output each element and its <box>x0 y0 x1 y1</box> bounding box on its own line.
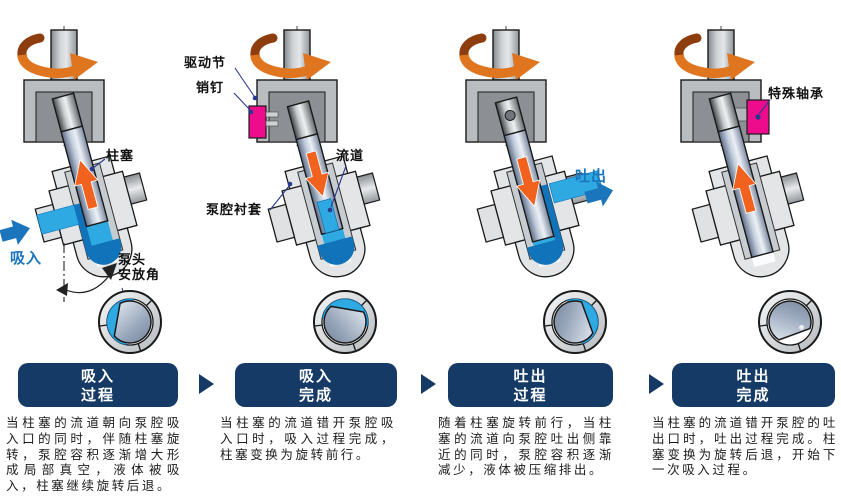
leader-line <box>758 99 771 115</box>
discharge-flow-arrow-icon <box>584 181 614 207</box>
rotation-arrow-icon <box>674 33 755 80</box>
cross-section-stage-1 <box>98 290 162 354</box>
plunger-down-arrow-icon <box>515 156 541 208</box>
leader-line <box>234 67 255 97</box>
rotation-arrow-icon <box>17 33 98 80</box>
label-discharge: 吐出 <box>575 168 608 185</box>
step-arrow-icon <box>649 374 664 394</box>
plunger-up-arrow-icon <box>74 159 99 210</box>
step-arrow-icon <box>421 374 436 394</box>
pump-diagram-stage-4 <box>674 26 822 354</box>
leader-line <box>330 165 347 208</box>
step-arrow-icon <box>199 374 214 394</box>
suction-flow-arrow-icon <box>0 219 31 245</box>
stage-title-4: 吐出 完成 <box>672 363 835 407</box>
pump-diagram-stage-2 <box>233 26 381 354</box>
leader-line <box>233 92 251 111</box>
pump-diagram-stage-3 <box>459 26 614 354</box>
label-special-bearing: 特殊轴承 <box>768 86 825 101</box>
rotation-arrow-icon <box>250 33 331 80</box>
inlet-flange <box>476 203 505 243</box>
pin-hole <box>504 109 516 121</box>
label-suction: 吸入 <box>10 250 43 267</box>
discharge-liquid <box>548 170 603 204</box>
label-drive-joint: 驱动节 <box>184 55 227 70</box>
outlet-port <box>356 172 381 205</box>
stage-title-2: 吸入 完成 <box>235 363 397 407</box>
stage-description-2: 当柱塞的流道错开泵腔吸入口时，吸入过程完成，柱塞变换为旋转前行。 <box>220 416 396 462</box>
inlet-flange <box>691 203 720 243</box>
plunger-down-arrow-icon <box>304 150 330 198</box>
mount-angle-arc <box>56 263 117 296</box>
stage-title-1: 吸入 过程 <box>18 363 178 407</box>
inlet-flange <box>267 203 296 243</box>
stage-description-4: 当柱塞的流道错开泵腔的吐出口时，吐出过程完成。柱塞变换为旋转后退，开始下一次吸入… <box>652 416 838 478</box>
cross-section-stage-3 <box>543 290 607 354</box>
flow-channel-liquid <box>316 198 340 234</box>
outlet-port <box>123 172 148 205</box>
cross-section-stage-4 <box>758 290 822 354</box>
cross-section-stage-2 <box>313 290 377 354</box>
stage-title-3: 吐出 过程 <box>448 363 613 407</box>
label-flow-channel: 流道 <box>336 148 365 163</box>
stage-description-1: 当柱塞的流道朝向泵腔吸入口的同时，伴随柱塞旋转，泵腔容积逐渐增大形成局部真空，液… <box>6 416 182 494</box>
leader-line <box>92 158 106 169</box>
label-pin: 销钉 <box>196 80 225 95</box>
label-chamber-liner: 泵腔衬套 <box>206 202 263 217</box>
stage-description-3: 随着柱塞旋转前行，当柱塞的流道向泵腔吐出侧靠近的同时，泵腔容积逐渐减少，液体被压… <box>438 416 614 478</box>
pump-diagram-stage-1 <box>0 26 162 354</box>
rotation-arrow-icon <box>459 33 540 80</box>
plunger-up-arrow-icon <box>732 162 757 214</box>
label-plunger: 柱塞 <box>106 148 135 163</box>
leader-line <box>269 185 290 211</box>
label-pump-head-angle: 泵头 安放角 <box>118 252 161 282</box>
outlet-port <box>780 172 805 205</box>
